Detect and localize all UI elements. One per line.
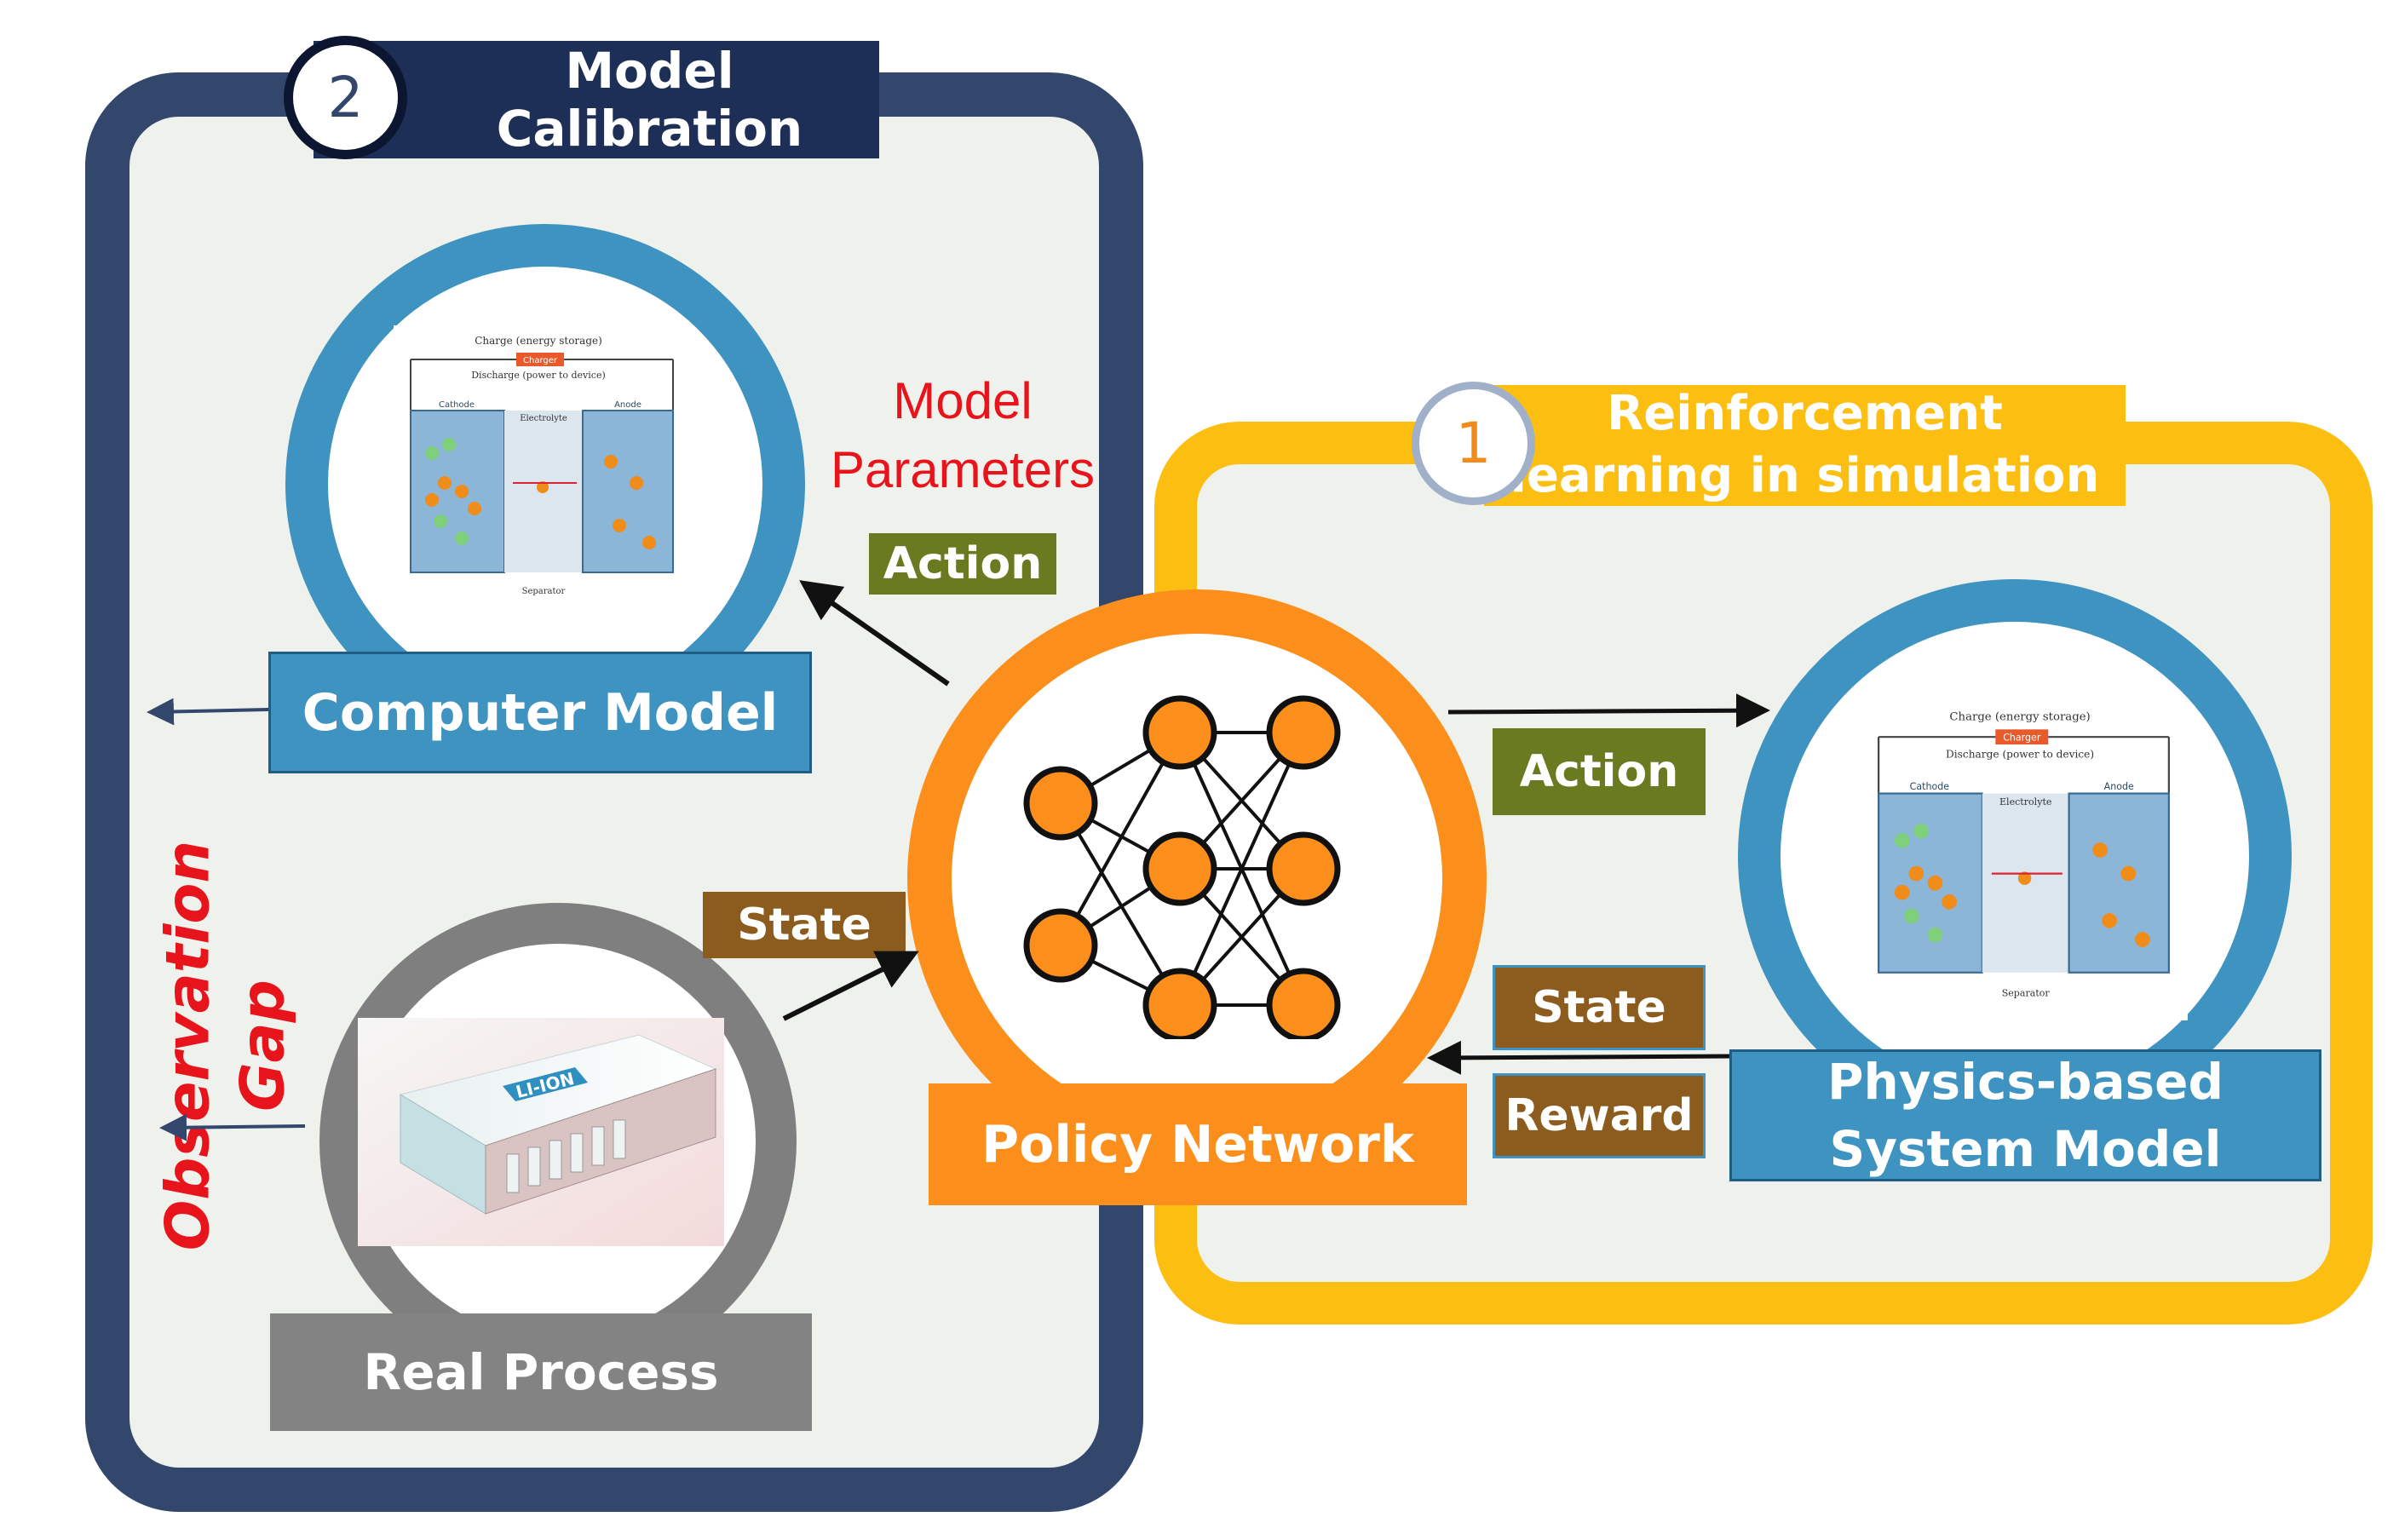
bd-electrolyte-text: Electrolyte <box>520 414 567 423</box>
battery-schematic-system-model: Charge (energy storage) Charger Discharg… <box>1860 698 2188 1020</box>
observation-gap-line1: Observation <box>152 840 223 1251</box>
real-process-label: Real Process <box>270 1313 812 1431</box>
computer-model-label: Computer Model <box>268 652 812 773</box>
observation-gap-line2: Gap <box>227 980 297 1112</box>
model-parameters-annotation: Model Parameters <box>767 366 1159 504</box>
bd2-electrolyte-text: Electrolyte <box>1999 796 2051 807</box>
step-2-badge: 2 <box>284 36 407 159</box>
bd-anode-text: Anode <box>614 400 641 410</box>
action-tag-simulation: Action <box>1493 728 1706 815</box>
bd2-charger-text: Charger <box>2003 733 2041 744</box>
bd2-cathode-text: Cathode <box>1910 781 1950 792</box>
action-tag-calibration: Action <box>869 533 1056 595</box>
bd2-separator-text: Separator <box>2002 987 2051 998</box>
observation-gap-annotation: Observation Gap <box>152 782 301 1310</box>
bd2-discharge-text: Discharge (power to device) <box>1946 749 2094 761</box>
state-tag-simulation: State <box>1493 965 1706 1050</box>
bd2-anode-text: Anode <box>2104 781 2134 792</box>
li-ion-battery-photo: LI-ION <box>358 1018 724 1246</box>
bd-charge-text: Charge (energy storage) <box>475 335 602 347</box>
step-1-badge: 1 <box>1412 382 1535 505</box>
system-model-label-line1: Physics-based <box>1827 1053 2224 1112</box>
state-tag-calibration: State <box>703 892 906 958</box>
model-parameters-line2: Parameters <box>830 441 1096 498</box>
reward-tag-simulation: Reward <box>1493 1073 1706 1158</box>
bd-separator-text: Separator <box>522 587 566 596</box>
bd-charger-text: Charger <box>523 356 558 365</box>
system-model-label: Physics-based System Model <box>1729 1049 2321 1181</box>
rl-title-line1: Reinforcement <box>1607 386 2003 442</box>
rl-title-line2: learning in simulation <box>1510 448 2100 503</box>
reinforcement-learning-header: Reinforcement learning in simulation <box>1484 385 2126 506</box>
policy-network-label: Policy Network <box>929 1083 1467 1205</box>
battery-schematic-computer-model: Charge (energy storage) Charger Discharg… <box>394 325 690 615</box>
bd2-charge-text: Charge (energy storage) <box>1949 710 2090 723</box>
system-model-label-line2: System Model <box>1829 1119 2222 1178</box>
model-parameters-line1: Model <box>893 372 1033 429</box>
model-calibration-title: Model Calibration <box>496 42 803 158</box>
bd-discharge-text: Discharge (power to device) <box>471 370 606 381</box>
bd-cathode-text: Cathode <box>439 400 475 410</box>
neural-network-icon <box>1023 695 1341 1039</box>
model-calibration-header: Model Calibration <box>314 41 879 158</box>
